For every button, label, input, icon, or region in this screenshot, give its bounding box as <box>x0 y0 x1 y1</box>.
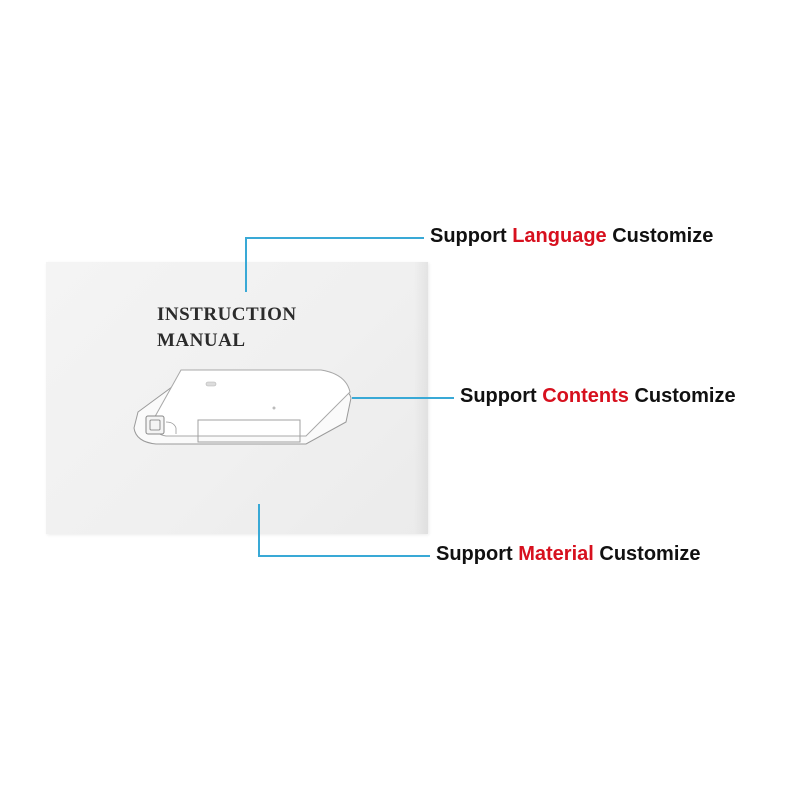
material-leader-line <box>258 504 430 557</box>
callout-contents-prefix: Support <box>460 385 537 407</box>
callout-contents-suffix: Customize <box>634 385 736 407</box>
manual-title-line1: INSTRUCTION <box>157 304 297 325</box>
language-leader-line <box>245 237 424 292</box>
callout-language: Support Language Customize <box>430 225 713 248</box>
callout-material-suffix: Customize <box>599 543 701 565</box>
callout-language-suffix: Customize <box>612 225 714 247</box>
callout-language-prefix: Support <box>430 225 507 247</box>
callout-material-prefix: Support <box>436 543 513 565</box>
callout-language-highlight: Language <box>512 225 607 247</box>
manual-title-line2: MANUAL <box>157 330 246 351</box>
callout-material: Support Material Customize <box>436 543 701 566</box>
manual-title: INSTRUCTION MANUAL <box>157 302 297 354</box>
device-illustration <box>133 369 352 445</box>
callout-contents-highlight: Contents <box>542 385 629 407</box>
callout-material-highlight: Material <box>518 543 594 565</box>
callout-contents: Support Contents Customize <box>460 385 736 408</box>
